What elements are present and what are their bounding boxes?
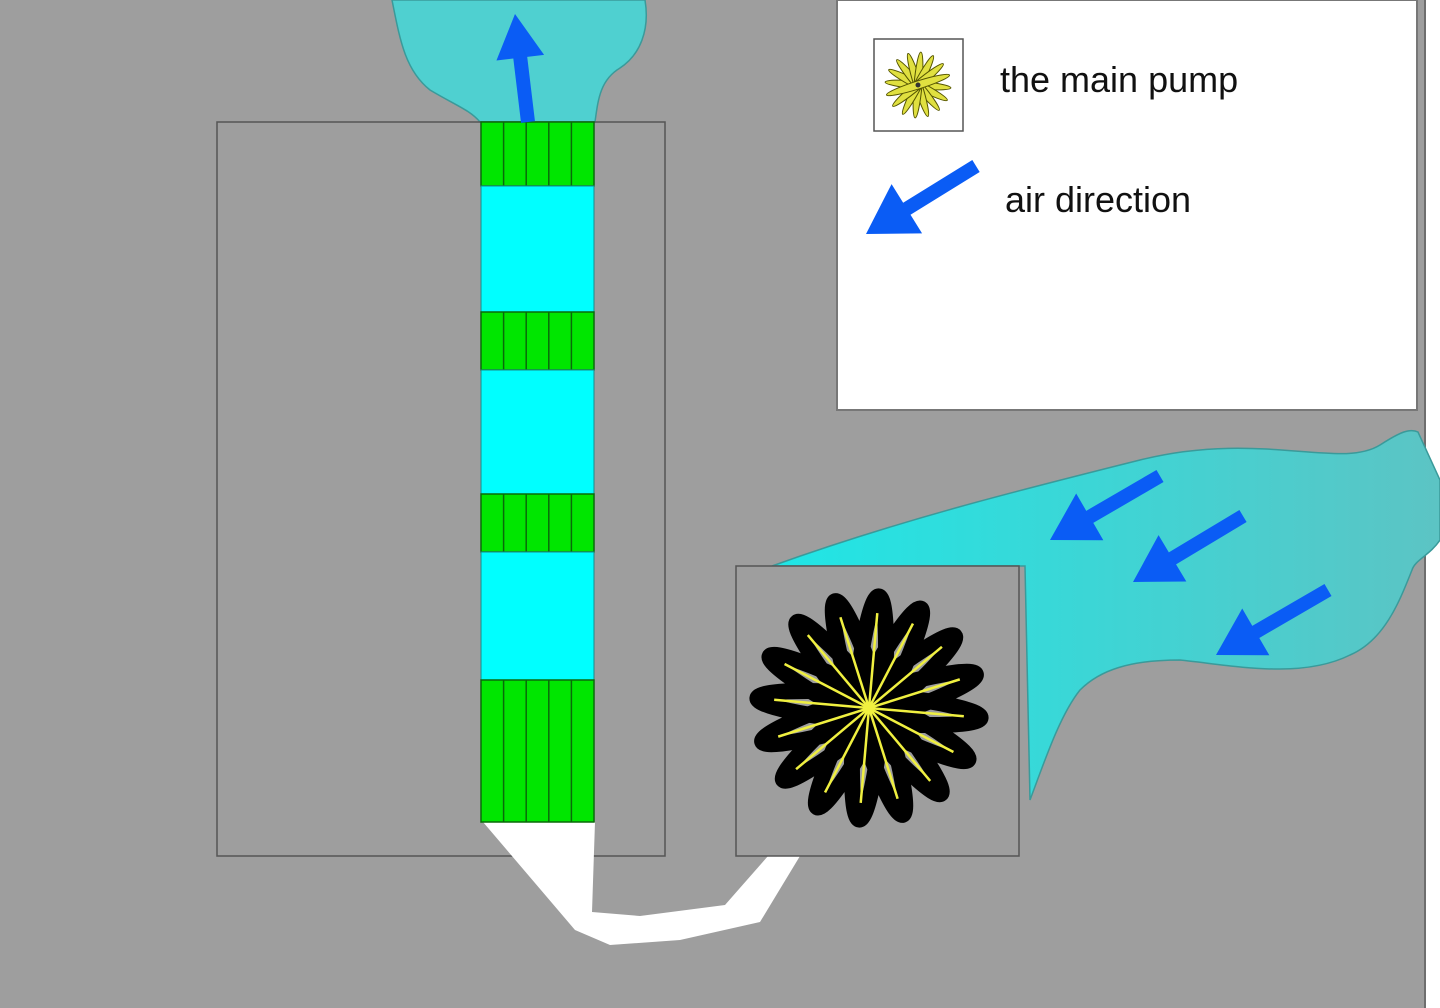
packing-section [480,121,595,187]
legend-arrow [866,160,980,234]
legend-label-pump: the main pump [1000,59,1238,100]
building-outline [216,121,666,857]
outflow-arrow [496,14,545,123]
packing-section [480,311,595,371]
legend-pump-hub [915,82,921,88]
inflow-arrow [1133,509,1247,582]
spray-section [480,551,595,681]
inflow-arrow [1216,583,1332,656]
spray-section [480,369,595,495]
main-pump [749,588,989,828]
air-arrows [496,14,1332,656]
connecting-pipe [483,822,800,945]
scrubber-column [480,121,595,823]
pump-icon [884,51,952,119]
spray-section [480,185,595,313]
packing-section [480,679,595,823]
arrow-icon [866,160,980,234]
packing-section [480,493,595,553]
inflow-arrow [1050,469,1164,541]
pump-blade-highlight [777,678,961,738]
legend-label-air: air direction [1005,179,1191,220]
inflow-air-plume [771,429,1440,801]
